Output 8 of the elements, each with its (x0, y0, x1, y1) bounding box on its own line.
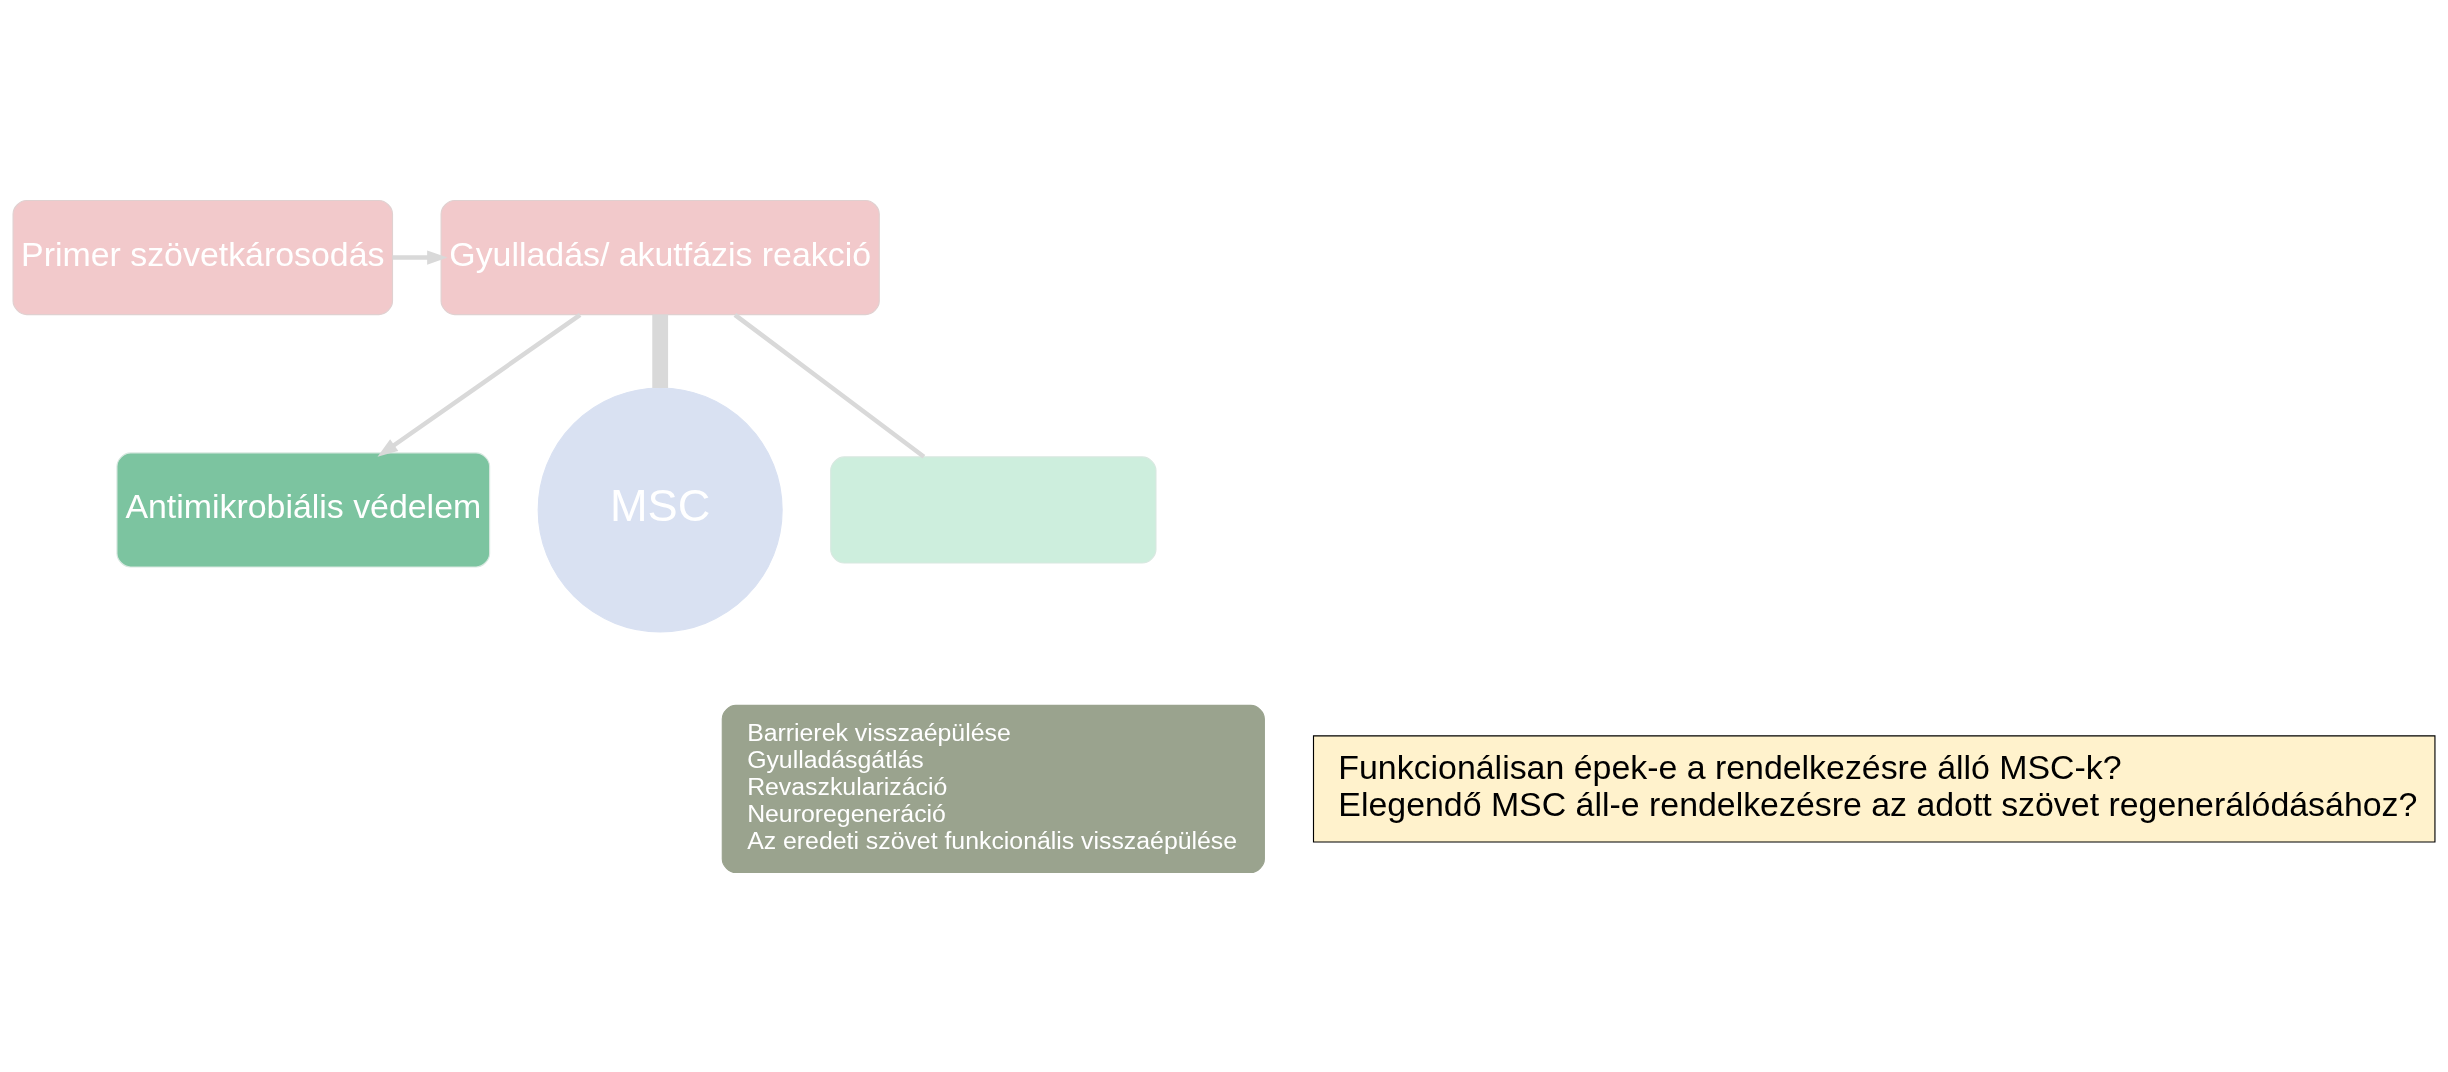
connector (733, 312, 926, 459)
arrow (377, 312, 582, 457)
node-box: Funkcionálisan épek-e a rendelkezésre álló MSC-k? Elegendő MSC áll-e rendelkezésre az adott szövet regenerálódásához? (1312, 734, 2436, 843)
node-box: Antimikrobiális védelem (116, 451, 491, 568)
connector (652, 314, 669, 388)
node-box (830, 455, 1157, 564)
arrow (392, 249, 448, 265)
node-box: Barrierek visszaépülése Gyulladásgátlás Revaszkularizáció Neuroregeneráció Az eredeti szövet funkcionális visszaépülése (721, 704, 1265, 873)
